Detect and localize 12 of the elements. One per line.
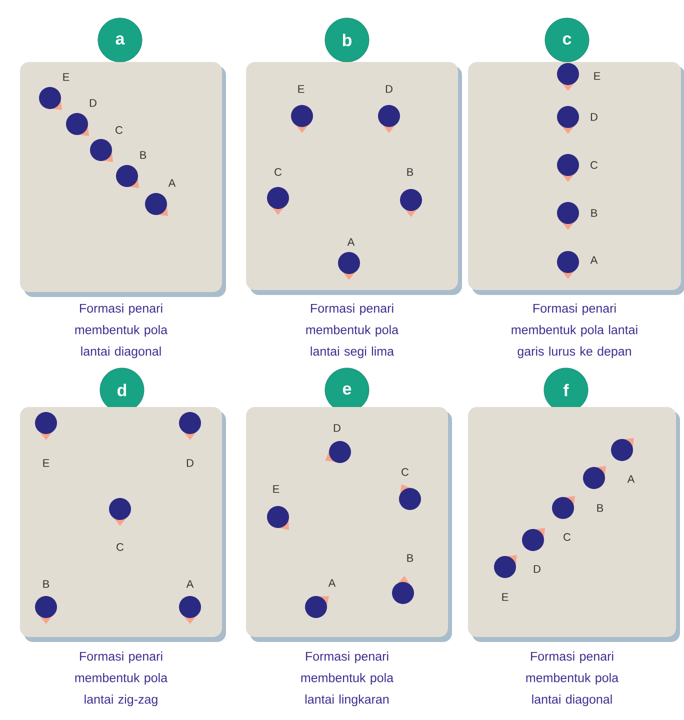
- letter-badge: a: [98, 18, 142, 62]
- formation-description: Formasi penari membentuk pola lantai garis lurus ke depan: [512, 304, 638, 358]
- formation-description: Formasi penari membentuk pola lantai lingkaran: [301, 652, 394, 706]
- letter-badge: c: [544, 18, 590, 62]
- formation-description: Formasi penari membentuk pola lantai diagonal: [526, 652, 619, 706]
- letter-badge: b: [324, 18, 370, 62]
- formation-description: Formasi penari membentuk pola lantai segi lima: [306, 304, 399, 358]
- formation-description: Formasi penari membentuk pola lantai diagonal: [75, 304, 168, 358]
- formation-description: Formasi penari membentuk pola lantai zig-zag: [75, 652, 168, 706]
- letter-badge: d: [100, 368, 144, 412]
- letter-badge: e: [324, 368, 370, 412]
- letter-badge: f: [544, 368, 588, 412]
